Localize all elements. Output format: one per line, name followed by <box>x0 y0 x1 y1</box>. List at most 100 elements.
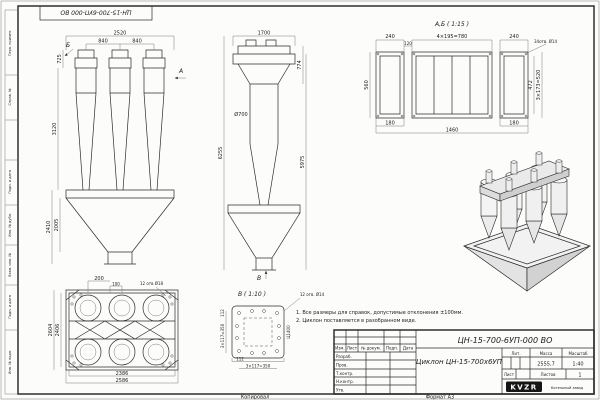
margin-label: Инв. № подл. <box>8 350 12 374</box>
dim-bay-left: 840 <box>98 39 108 45</box>
dim-100: 100 <box>112 282 120 287</box>
dim-top-width: 1700 <box>258 31 271 37</box>
side-view: 1700 774 Ø700 6255 5975 В <box>218 31 307 282</box>
dim-inlet-height: 725 <box>57 54 63 64</box>
dim-total-height: 6255 <box>218 147 224 160</box>
isometric-view <box>462 151 592 292</box>
doc-name: Циклон ЦН-15-700х6УП <box>416 358 503 366</box>
dim-right-height: 472 <box>528 80 534 90</box>
dim-width-inner: 2386 <box>116 371 129 377</box>
dim-200: 200 <box>94 276 104 282</box>
row-tkontr: Т.контр. <box>335 371 353 376</box>
dim-total-width: 2520 <box>114 31 127 37</box>
dim-bottom-total: 1460 <box>446 128 459 134</box>
row-prov: Пров. <box>336 363 348 368</box>
dim-diameter: Ø700 <box>234 111 247 118</box>
title-block-grid <box>334 330 594 394</box>
company-logo <box>506 381 542 392</box>
footer-copied: Копировал <box>241 395 270 400</box>
company-logo-caption: Котельный завод <box>551 386 584 390</box>
col-doc: № докум. <box>361 346 381 351</box>
col-izm: Изм. <box>335 346 344 351</box>
margin-label: Перв. примен. <box>8 30 12 56</box>
note-line-1: 1. Все размеры для справок, допустимые о… <box>296 310 463 316</box>
margin-label: Справ. № <box>8 88 12 105</box>
dim-cone-height: 2005 <box>54 219 60 232</box>
row-razrab: Разраб. <box>336 354 352 359</box>
side-view-outline <box>227 39 301 271</box>
iso-manifold <box>479 160 570 202</box>
mass-label: Масса <box>540 351 553 356</box>
marker-v: В <box>257 275 261 282</box>
mass-value: 2555,7 <box>537 362 555 368</box>
dim-right-height: 5975 <box>300 156 306 169</box>
margin-label: Подп. и дата <box>8 170 12 194</box>
flange-opening <box>243 317 273 347</box>
doc-designation: ЦН-15-700-6УП-000 ВО <box>458 336 553 345</box>
marker-a: А <box>178 68 183 75</box>
section-ab-title: А,Б ( 1:15 ) <box>434 21 469 28</box>
dim-height: 560 <box>364 80 370 90</box>
col-sign: Подп. <box>386 346 398 351</box>
corner-stamp-box <box>39 5 153 21</box>
col-list: Лист <box>347 346 358 351</box>
view-b-dim-lines <box>225 297 301 369</box>
front-view: 2520 840 840 725 3120 2410 2005 Б А <box>46 31 186 265</box>
dim-edge-h: 112 <box>236 357 244 362</box>
corner-stamp-text: ЦН-15-700-6УП-000 ВО <box>60 9 131 16</box>
left-margin-cells <box>4 9 18 395</box>
dim-top-height: 774 <box>297 60 303 70</box>
view-b: В ( 1:10 ) 12 отв. Ø14 112 3×117=350 112… <box>220 291 325 369</box>
lit-label: Лит. <box>511 351 520 356</box>
flange-ref: Ц1400 <box>286 325 291 339</box>
dim-bottom-left: 180 <box>385 121 395 127</box>
hopper-rim <box>462 223 592 269</box>
sheet-footer: Копировал Формат A3 <box>241 395 455 400</box>
margin-label: Подп. и дата <box>8 295 12 319</box>
section-ab-outline <box>375 51 529 119</box>
col-date: Дата <box>403 346 414 351</box>
dim-left-width: 240 <box>385 34 395 40</box>
section-ab-holes <box>376 52 528 118</box>
note-line-2: 2. Циклон поставляется в разобранном вид… <box>296 318 417 324</box>
dim-bay-right: 840 <box>132 39 142 45</box>
flange-holes <box>235 309 281 355</box>
flange-outline <box>231 305 285 359</box>
notes: 1. Все размеры для справок, допустимые о… <box>296 310 463 324</box>
plan-view: 200 100 12 отв Ø18 2386 2586 2406 2604 <box>48 276 179 384</box>
plan-view-dim-lines <box>53 280 179 384</box>
row-utv: Утв. <box>336 388 344 393</box>
scale-value: 1:40 <box>572 362 583 368</box>
dim-edge-v: 112 <box>220 309 225 317</box>
dim-gap: 120 <box>404 41 412 46</box>
front-view-outline <box>65 49 175 265</box>
dim-pitch-h: 3×117=350 <box>246 364 271 369</box>
company-logo-text: KVZR <box>510 384 537 392</box>
iso-exhaust-stubs <box>485 151 563 192</box>
plan-holes-note: 12 отв Ø18 <box>140 281 163 286</box>
dim-height-outer: 2604 <box>48 324 54 337</box>
scale-label: Масштаб <box>568 351 588 356</box>
dim-body-height: 3120 <box>52 123 58 136</box>
margin-label: Взам. инв. № <box>8 253 12 277</box>
holes-note: 34отв. Ø14 <box>534 39 557 44</box>
footer-format: Формат A3 <box>426 395 454 400</box>
plan-cyclone-circles <box>74 294 170 366</box>
side-view-dim-lines <box>223 35 307 270</box>
row-nkontr: Н.контр. <box>336 379 354 384</box>
dim-height-inner: 2406 <box>55 324 61 337</box>
dim-width-outer: 2586 <box>116 378 129 384</box>
view-b-holes-note: 12 отв. Ø14 <box>300 292 325 297</box>
margin-label: Инв. № дубл. <box>8 213 12 237</box>
view-b-title: В ( 1:10 ) <box>238 291 266 298</box>
sheets-value: 1 <box>578 373 581 379</box>
dim-mid-width: 4×195=780 <box>437 34 468 40</box>
plan-corner-holes <box>70 293 174 367</box>
dim-right-pitch: 3×173=520 <box>536 70 542 101</box>
view-arrow-b <box>64 48 74 57</box>
title-block: Изм. Лист № докум. Подп. Дата Разраб. Пр… <box>333 329 595 395</box>
dim-hopper-height: 2410 <box>46 221 52 234</box>
front-view-dim-lines <box>51 35 175 264</box>
